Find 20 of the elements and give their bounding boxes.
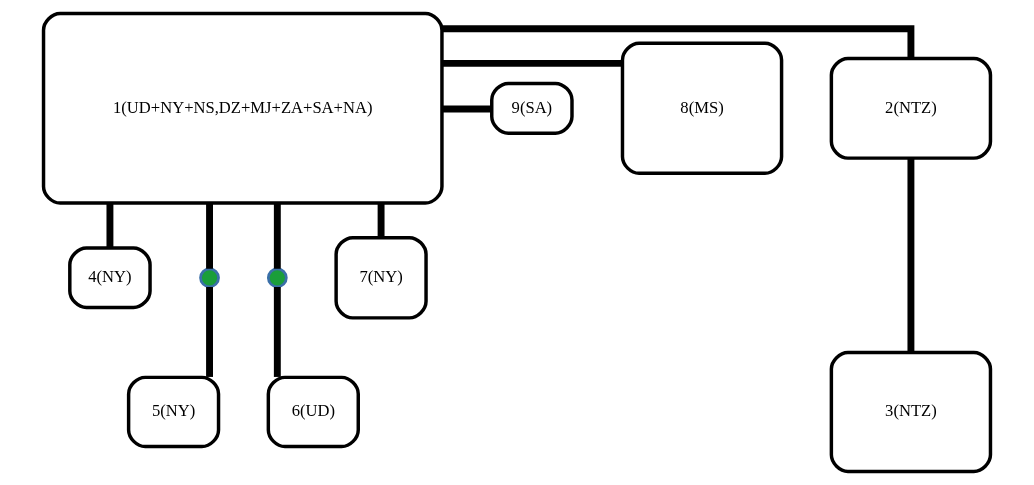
connector — [206, 287, 213, 377]
node-box: 1(UD+NY+NS,DZ+MJ+ZA+SA+NA) — [41, 11, 444, 205]
node-box: 5(NY) — [126, 375, 221, 449]
connector — [273, 203, 281, 269]
connector — [273, 287, 281, 377]
connector — [377, 203, 385, 238]
node-circle — [199, 267, 220, 289]
node-box: 7(NY) — [334, 235, 428, 320]
node-box: 8(MS) — [620, 41, 784, 176]
node-box: 6(UD) — [266, 375, 360, 449]
node-circle — [266, 267, 288, 289]
node-box: 3(NTZ) — [829, 350, 993, 474]
node-box: 9(SA) — [490, 81, 574, 135]
connector — [206, 203, 213, 269]
connector — [442, 105, 492, 113]
connector — [907, 158, 915, 353]
node-box: 2(NTZ) — [829, 56, 993, 160]
connector — [442, 59, 623, 67]
node-box: 4(NY) — [68, 246, 152, 310]
connector — [106, 203, 114, 248]
